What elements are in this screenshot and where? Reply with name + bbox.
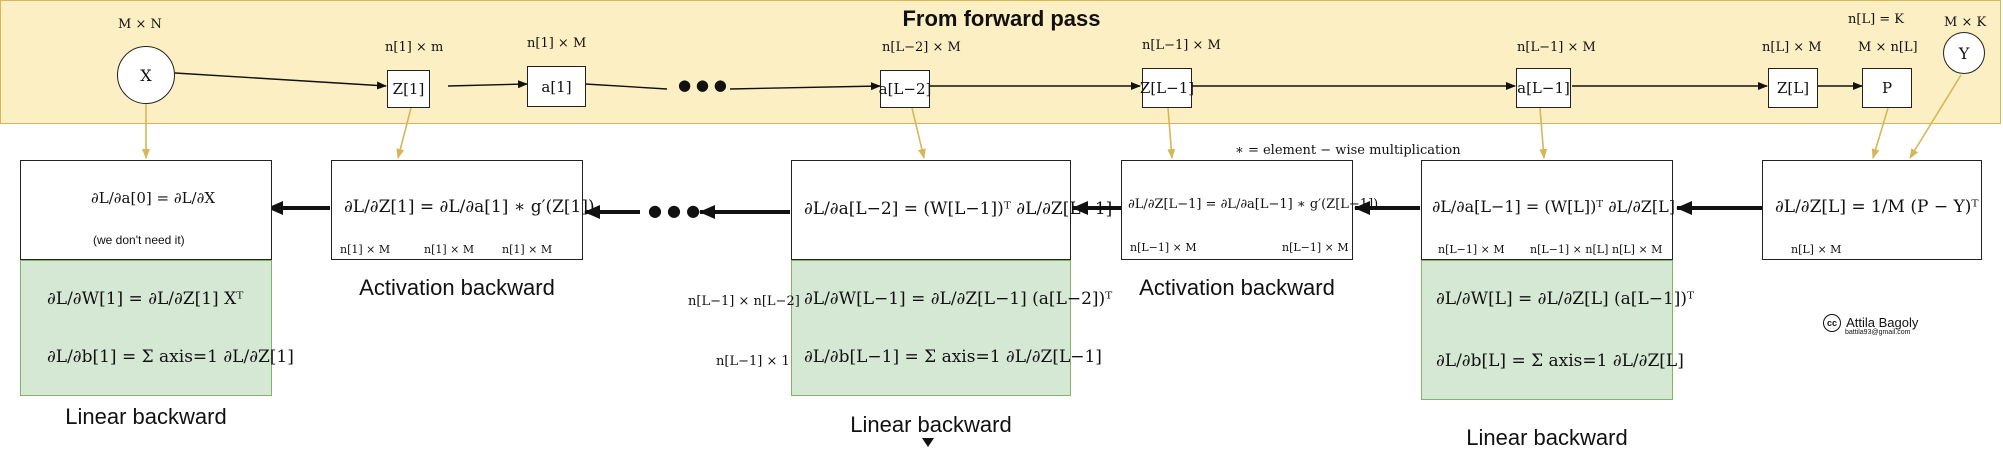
z1-dim: n[1] × m xyxy=(385,40,444,55)
grad-z1-formula: ∂L/∂Z[1] = ∂L/∂a[1] ∗ g′(Z[1]) xyxy=(344,197,595,217)
grad-z-l-box: ∂L/∂Z[L] = 1/M (P − Y)ᵀ n[L] × M xyxy=(1762,160,1982,260)
grad-z1-dim1: n[1] × M xyxy=(340,243,391,256)
y-node: Y xyxy=(1943,32,1985,74)
linear-grad-l-box: ∂L/∂W[L] = ∂L/∂Z[L] (a[L−1])ᵀ ∂L/∂b[L] =… xyxy=(1421,260,1694,400)
grad-z-l1-box: ∂L/∂Z[L−1] = ∂L/∂a[L−1] ∗ g′(Z[L−1]) n[L… xyxy=(1121,160,1378,260)
grad-a-l1-box: ∂L/∂a[L−1] = (W[L])ᵀ ∂L/∂Z[L] n[L−1] × M… xyxy=(1421,160,1676,260)
credit-email: battila93@gmail.com xyxy=(1845,328,1911,336)
grad-w-l1-formula: ∂L/∂W[L−1] = ∂L/∂Z[L−1] (a[L−2])ᵀ xyxy=(804,289,1113,309)
linear-grad-l1-box: ∂L/∂W[L−1] = ∂L/∂Z[L−1] (a[L−2])ᵀ ∂L/∂b[… xyxy=(791,260,1112,396)
a-l1-node: a[L−1] xyxy=(1516,68,1571,108)
grad-z-l1-formula: ∂L/∂Z[L−1] = ∂L/∂a[L−1] ∗ g′(Z[L−1]) xyxy=(1128,197,1379,212)
z1-node: Z[1] xyxy=(387,70,430,108)
z-l1-node: Z[L−1] xyxy=(1140,68,1194,108)
caption-linear-1: Linear backward xyxy=(65,404,227,429)
a1-node: a[1] xyxy=(527,66,586,107)
y-dim: M × K xyxy=(1944,15,1987,30)
z-l1-dim: n[L−1] × M xyxy=(1142,38,1221,53)
credit-name: Attila Bagoly xyxy=(1846,315,1919,330)
elementwise-note: ∗ = element − wise multiplication xyxy=(1235,143,1461,158)
forward-pass-band xyxy=(0,0,2001,124)
credit: cc Attila Bagoly battila93@gmail.com xyxy=(1823,312,1918,336)
caption-linear-2: Linear backward xyxy=(850,412,1012,437)
grad-w-l-formula: ∂L/∂W[L] = ∂L/∂Z[L] (a[L−1])ᵀ xyxy=(1436,289,1695,309)
a-l2-dim: n[L−2] × M xyxy=(882,40,961,55)
z-l-dim: n[L] × M xyxy=(1762,40,1822,55)
grad-a0-box: ∂L/∂a[0] = ∂L/∂X (we don't need it) xyxy=(20,160,272,260)
grad-a-l2-box: ∂L/∂a[L−2] = (W[L−1])ᵀ ∂L/∂Z[L−1] xyxy=(791,160,1112,260)
grad-w1-formula: ∂L/∂W[1] = ∂L/∂Z[1] Xᵀ xyxy=(47,289,244,309)
grad-b-l1-dim: n[L−1] × 1 xyxy=(716,354,790,369)
nl-eq-k-label: n[L] = K xyxy=(1848,12,1905,27)
p-node: P xyxy=(1862,68,1912,108)
grad-z-l1-dim2: n[L−1] × M xyxy=(1282,241,1349,254)
a-l1-dim: n[L−1] × M xyxy=(1517,40,1596,55)
grad-w-l1-dim: n[L−1] × n[L−2] xyxy=(688,294,800,309)
grad-b1-formula: ∂L/∂b[1] = Σ axis=1 ∂L/∂Z[1] xyxy=(47,347,294,367)
caption-activation-2: Activation backward xyxy=(1139,275,1335,300)
a1-dim: n[1] × M xyxy=(527,36,587,51)
grad-a-l1-dim2: n[L−1] × n[L] xyxy=(1530,243,1609,256)
forward-dots: ● ● ● xyxy=(678,76,727,94)
a-l2-node: a[L−2] xyxy=(879,70,931,108)
linear-grad-1-box: ∂L/∂W[1] = ∂L/∂Z[1] Xᵀ ∂L/∂b[1] = Σ axis… xyxy=(20,260,294,396)
grad-b-l-formula: ∂L/∂b[L] = Σ axis=1 ∂L/∂Z[L] xyxy=(1436,351,1684,371)
grad-a-l1-dim3: n[L] × M xyxy=(1612,243,1663,256)
x-node: X xyxy=(117,46,175,104)
grad-z1-dim3: n[1] × M xyxy=(502,243,553,256)
grad-a-l1-dim1: n[L−1] × M xyxy=(1438,243,1505,256)
backward-dots: ● ● ● xyxy=(648,201,701,220)
forward-pass-title: From forward pass xyxy=(902,6,1101,31)
creative-commons-icon: cc xyxy=(1823,313,1841,332)
grad-a0-formula: ∂L/∂a[0] = ∂L/∂X xyxy=(91,189,216,207)
grad-b-l1-formula: ∂L/∂b[L−1] = Σ axis=1 ∂L/∂Z[L−1] xyxy=(804,347,1102,367)
grad-z-l-dim: n[L] × M xyxy=(1791,243,1842,256)
p-dim: M × n[L] xyxy=(1858,40,1918,55)
caption-linear-3: Linear backward xyxy=(1466,425,1628,450)
x-dim: M × N xyxy=(118,17,162,32)
grad-a0-note: (we don't need it) xyxy=(93,233,185,247)
caption-activation-1: Activation backward xyxy=(359,275,555,300)
grad-z-l1-dim1: n[L−1] × M xyxy=(1130,241,1197,254)
z-l-node: Z[L] xyxy=(1768,68,1818,108)
grad-z-l-formula: ∂L/∂Z[L] = 1/M (P − Y)ᵀ xyxy=(1775,197,1979,217)
grad-z1-box: ∂L/∂Z[1] = ∂L/∂a[1] ∗ g′(Z[1]) n[1] × M … xyxy=(331,160,595,260)
grad-z1-dim2: n[1] × M xyxy=(424,243,475,256)
grad-a-l1-formula: ∂L/∂a[L−1] = (W[L])ᵀ ∂L/∂Z[L] xyxy=(1432,197,1676,216)
grad-a-l2-formula: ∂L/∂a[L−2] = (W[L−1])ᵀ ∂L/∂Z[L−1] xyxy=(804,199,1113,219)
